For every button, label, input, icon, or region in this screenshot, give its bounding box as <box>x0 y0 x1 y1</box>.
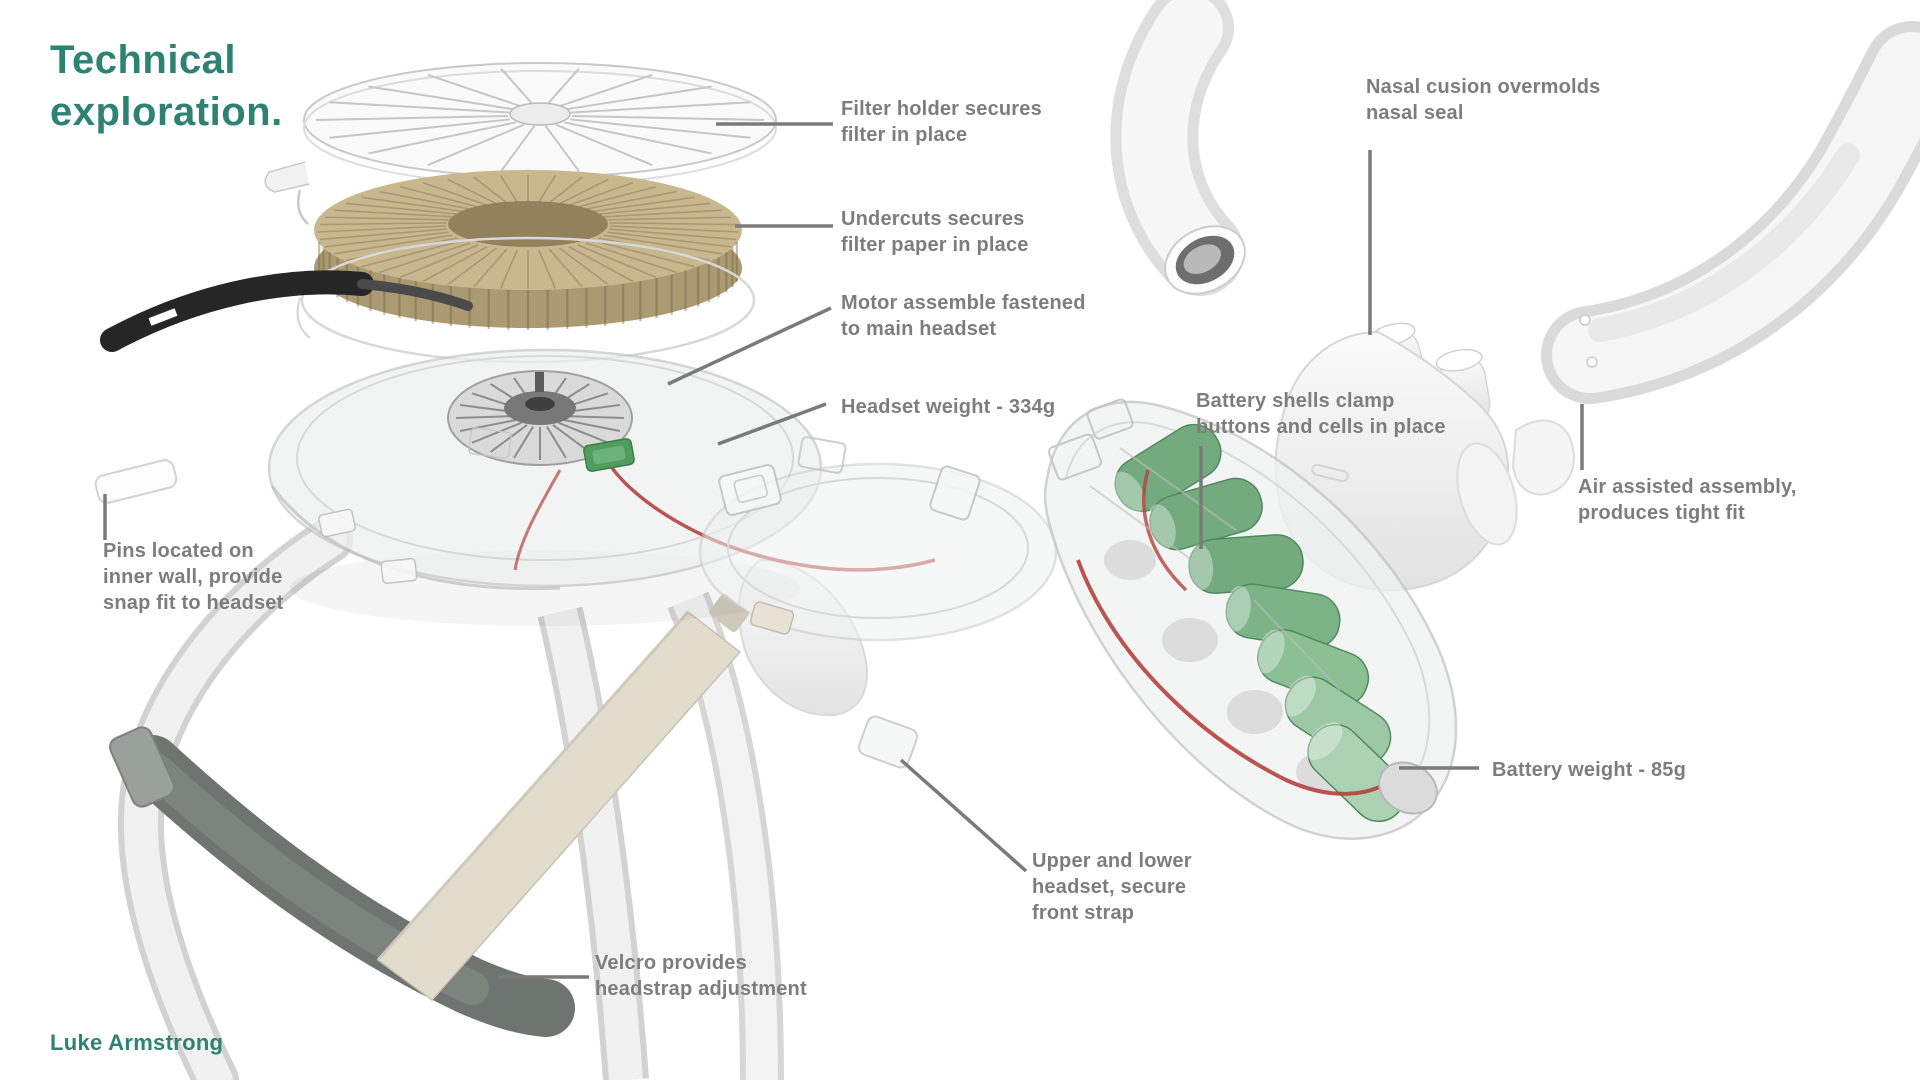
label-air-assisted: Air assisted assembly, produces tight fi… <box>1578 476 1797 524</box>
label-upper-lower-headset: Upper and lower headset, secure front st… <box>1032 850 1192 924</box>
battery-module <box>1044 398 1458 840</box>
wire <box>1142 469 1188 592</box>
leader-upper-lower-headset <box>899 758 1028 873</box>
lower-headset-ring <box>698 436 1058 642</box>
author-credit: Luke Armstrong <box>50 1030 224 1055</box>
label-battery-weight: Battery weight - 85g <box>1492 759 1687 781</box>
leader-headset-weight <box>717 402 827 446</box>
headband-tube-end <box>1110 0 1246 296</box>
rivet-dot <box>1579 314 1591 326</box>
tube-open-end <box>1164 225 1246 295</box>
label-motor-assembly: Motor assemble fastened to main headset <box>841 292 1086 340</box>
snap-pin-part <box>94 459 178 504</box>
label-velcro: Velcro provides headstrap adjustment <box>595 952 807 1000</box>
battery-cells <box>1112 423 1407 823</box>
filter-holder-part <box>264 62 777 225</box>
wire <box>513 469 562 571</box>
main-headset-part <box>267 348 936 626</box>
label-undercuts: Undercuts secures filter paper in place <box>841 208 1029 256</box>
filter-paper-part <box>296 170 756 364</box>
leader-motor-assembly <box>667 306 832 386</box>
label-nasal-cushion: Nasal cusion overmolds nasal seal <box>1366 76 1601 124</box>
headband-arc <box>1541 21 1920 404</box>
rivet-dot <box>1586 356 1598 368</box>
label-battery-shells: Battery shells clamp buttons and cells i… <box>1196 390 1446 438</box>
label-pins: Pins located on inner wall, provide snap… <box>103 540 284 614</box>
wire <box>1076 559 1398 796</box>
label-filter-holder: Filter holder secures filter in place <box>841 98 1042 146</box>
band-connector <box>1511 419 1575 496</box>
label-headset-weight: Headset weight - 334g <box>841 396 1056 418</box>
page-title: Technical exploration. <box>50 38 283 134</box>
rear-frame-band <box>100 270 473 352</box>
leader-lines <box>103 122 1584 979</box>
front-strap-clamp <box>857 715 919 769</box>
front-strap <box>376 593 749 1002</box>
